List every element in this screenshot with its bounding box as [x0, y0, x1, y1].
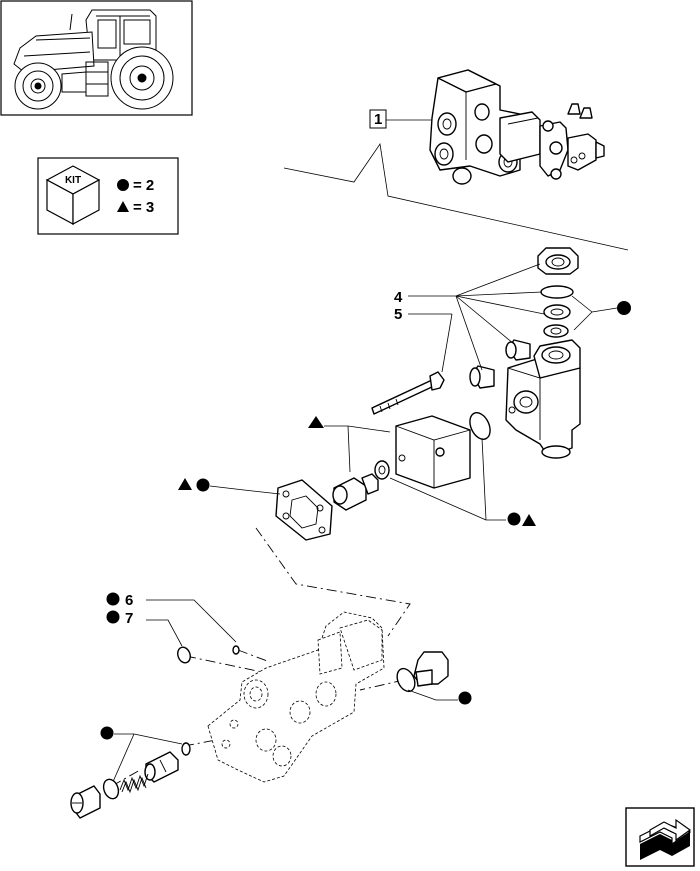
next-page-arrow-icon	[639, 818, 692, 860]
spring	[119, 773, 149, 794]
o-ring-plug	[102, 778, 120, 800]
triangle-marker-block	[308, 416, 324, 428]
plug-right	[413, 651, 449, 687]
circle-marker-lower-left	[100, 726, 114, 740]
callout-ref-1: 1	[374, 111, 382, 128]
kit-legend: KIT = 2 = 3	[37, 157, 179, 235]
circle-marker-seals	[507, 512, 521, 526]
callout-ref-6: 6	[125, 592, 133, 609]
ghost-valve-body	[207, 611, 385, 783]
valve-housing	[505, 339, 581, 459]
next-page-button[interactable]	[625, 807, 695, 867]
small-seal	[374, 460, 390, 480]
seal-ring	[543, 324, 569, 338]
o-ring-7	[177, 646, 191, 664]
piston	[332, 473, 379, 511]
triangle-marker-seals	[522, 514, 536, 526]
o-ring-spool	[181, 742, 191, 756]
o-ring-housing	[469, 412, 491, 440]
circle-marker-ref-6	[106, 592, 120, 606]
callout-ref-5: 5	[394, 306, 402, 323]
o-ring-6	[232, 645, 240, 655]
triangle-marker-gasket	[178, 478, 192, 490]
o-ring-upper	[540, 285, 574, 299]
callout-ref-7: 7	[125, 610, 133, 627]
circle-marker-right	[458, 691, 472, 705]
hex-fitting	[537, 247, 579, 275]
plug-upper	[505, 339, 531, 361]
adapter-block	[395, 415, 471, 489]
gasket	[275, 479, 333, 541]
circle-marker-ref-7	[106, 610, 120, 624]
kit-box-icon	[45, 165, 101, 226]
circle-marker-kit	[617, 301, 631, 315]
circle-icon	[117, 179, 129, 191]
washer	[543, 304, 571, 320]
tractor-icon	[13, 9, 174, 110]
long-bolt	[371, 371, 445, 415]
circle-marker-gasket	[196, 478, 210, 492]
triangle-icon	[117, 201, 129, 212]
spool	[144, 751, 179, 783]
triangle-legend-text: = 3	[133, 199, 154, 216]
valve-assembly-part-1	[429, 69, 605, 185]
end-plug	[70, 785, 101, 819]
callout-ref-4: 4	[394, 289, 403, 306]
plug-lower	[469, 365, 495, 389]
tractor-thumbnail	[0, 0, 193, 116]
o-ring-right	[396, 667, 416, 693]
kit-label: KIT	[65, 175, 81, 186]
circle-legend-text: = 2	[133, 177, 154, 194]
